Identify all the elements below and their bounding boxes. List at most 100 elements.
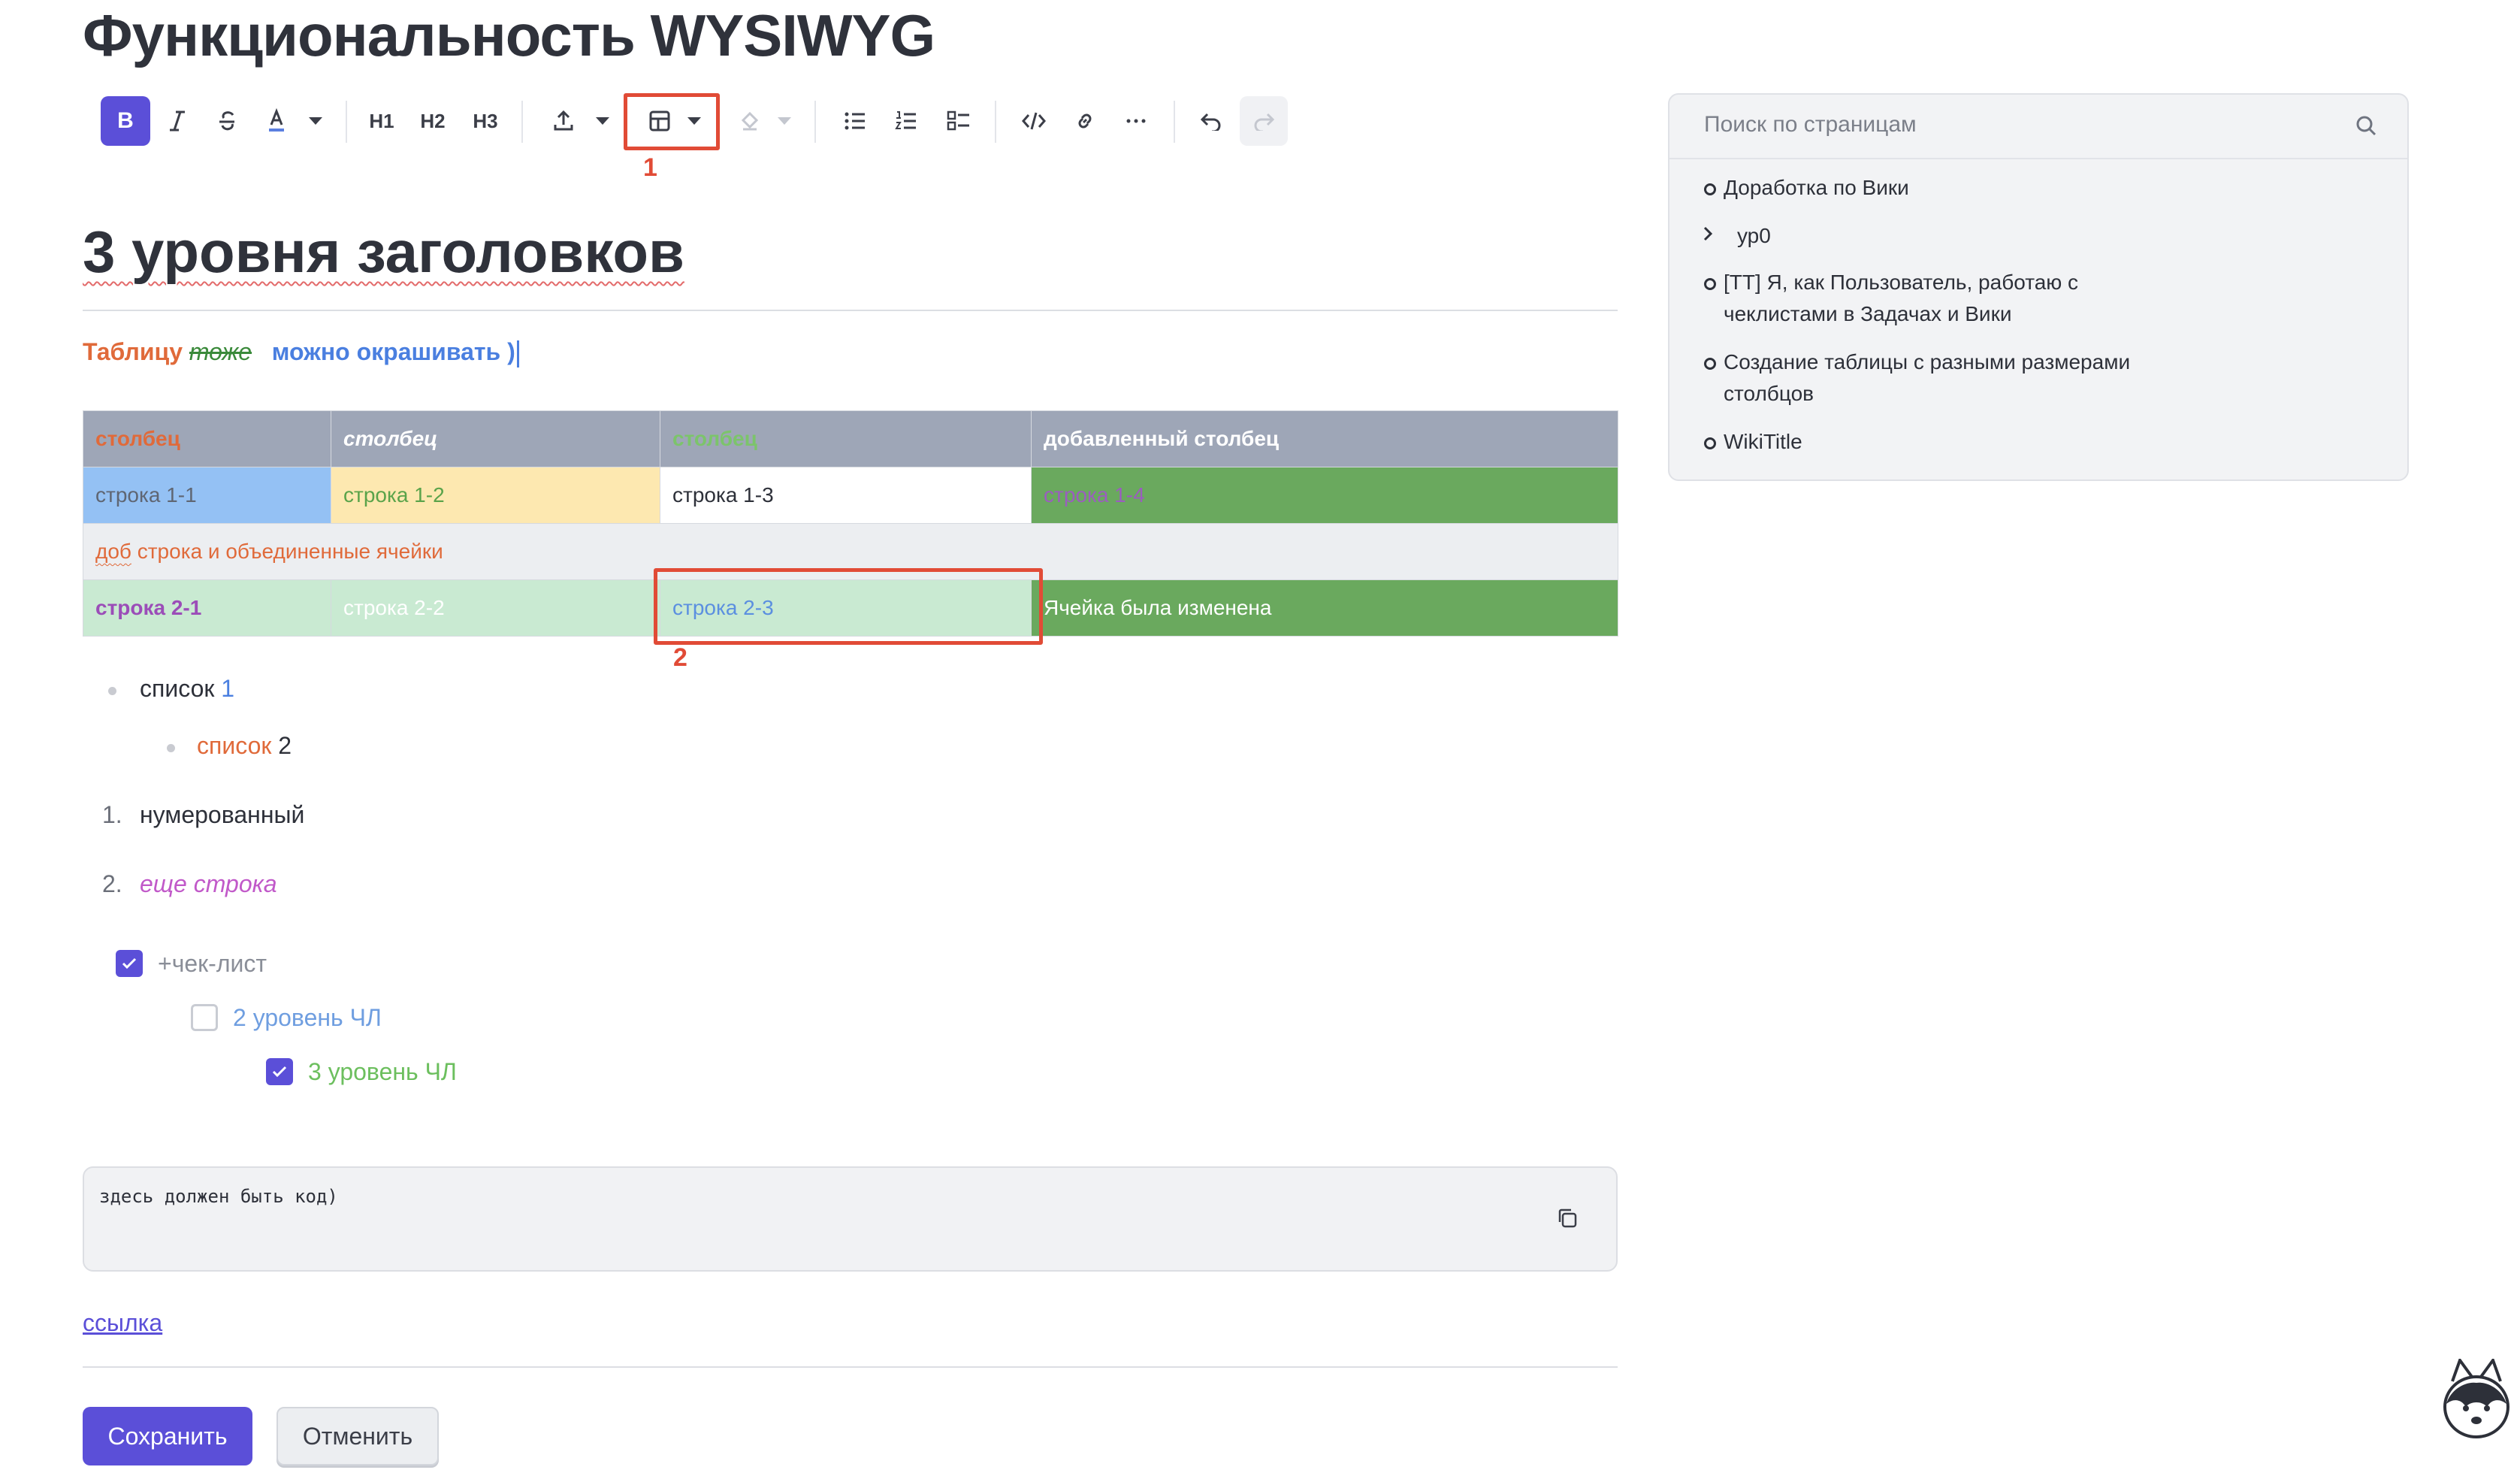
checklist-item-label: 3 уровень ЧЛ: [308, 1058, 457, 1085]
list-item: еще строка: [140, 870, 277, 897]
bullet-dot: [108, 687, 116, 695]
code-block[interactable]: здесь должен быть код): [83, 1166, 1618, 1272]
heading-3-button[interactable]: H3: [473, 109, 498, 132]
tree-item-marker: [1704, 358, 1716, 370]
copy-button[interactable]: [1556, 1207, 1579, 1233]
content-heading: 3 уровня заголовков: [83, 219, 684, 285]
page-title: Функциональность WYSIWYG: [83, 2, 935, 68]
table-header-cell[interactable]: столбец: [83, 410, 331, 467]
tree-item[interactable]: Создание таблицы с разными размерами: [1724, 350, 2131, 374]
tree-item-marker: [1704, 278, 1716, 290]
tree-item[interactable]: Доработка по Вики: [1724, 176, 1909, 199]
redo-button[interactable]: [1240, 96, 1288, 146]
check-icon: [272, 1066, 287, 1078]
numbered-list-button[interactable]: [885, 96, 927, 146]
table-header-cell[interactable]: столбец: [660, 410, 1032, 467]
code-block-button[interactable]: [1013, 96, 1055, 146]
search-icon[interactable]: [2355, 114, 2377, 141]
tree-item-continuation[interactable]: чеклистами в Задачах и Вики: [1724, 302, 2012, 325]
checklist-button[interactable]: [938, 96, 980, 146]
italic-button[interactable]: [156, 96, 198, 146]
list-item: список 1: [140, 675, 235, 702]
assistant-avatar[interactable]: [2439, 1357, 2514, 1441]
dog-mascot-icon: [2443, 1357, 2509, 1438]
content-link[interactable]: ссылка: [83, 1309, 163, 1336]
chevron-down-icon: [309, 117, 322, 125]
list-number: 1.: [102, 801, 122, 828]
list-number: 2.: [102, 870, 122, 897]
table-row: строка 2-1 строка 2-2 строка 2-3 Ячейка …: [83, 579, 1618, 637]
table-cell[interactable]: Ячейка была изменена: [1031, 579, 1618, 637]
checklist-icon: [947, 110, 969, 131]
tree-item[interactable]: WikiTitle: [1724, 430, 1802, 453]
checklist-item-label: 2 уровень ЧЛ: [233, 1004, 382, 1031]
strikethrough-button[interactable]: [206, 96, 248, 146]
code-icon: [1022, 112, 1046, 130]
list-item: список 2: [197, 732, 292, 759]
numbered-list-icon: [895, 111, 916, 129]
checklist-item-label: +чек-лист: [158, 950, 267, 977]
heading-divider: [83, 310, 1618, 311]
cell-color-dropdown[interactable]: [771, 96, 798, 146]
colored-text-line: Таблицу тоже можно окрашивать ): [83, 338, 519, 367]
table-cell[interactable]: строка 2-3: [660, 579, 1032, 637]
table-cell[interactable]: строка 1-2: [331, 467, 660, 524]
content-divider: [83, 1366, 1618, 1368]
chevron-down-icon: [596, 117, 609, 125]
marker-2: 2: [673, 643, 687, 672]
bullet-list-icon: [845, 112, 865, 130]
checkbox-checked[interactable]: [266, 1058, 293, 1085]
heading-2-button[interactable]: H2: [420, 109, 446, 132]
table-header-cell[interactable]: столбец: [331, 410, 660, 467]
cancel-button[interactable]: Отменить: [276, 1407, 439, 1465]
check-icon: [122, 957, 137, 969]
table-cell[interactable]: строка 2-2: [331, 579, 660, 637]
data-table: столбец столбец столбец добавленный стол…: [83, 410, 1618, 637]
chevron-right-icon[interactable]: [1701, 225, 1715, 246]
highlight-box-1: [624, 93, 720, 150]
table-header-cell[interactable]: добавленный столбец: [1031, 410, 1618, 467]
tree-item-marker: [1704, 183, 1716, 195]
tree-item-continuation[interactable]: столбцов: [1724, 382, 1814, 405]
checkbox-checked[interactable]: [116, 950, 143, 977]
table-row: строка 1-1 строка 1-2 строка 1-3 строка …: [83, 467, 1618, 524]
highlight-box-2: [654, 568, 1043, 645]
save-button[interactable]: Сохранить: [83, 1407, 252, 1465]
table-cell[interactable]: строка 1-1: [83, 467, 331, 524]
table-cell[interactable]: строка 2-1: [83, 579, 331, 637]
text-color-icon: [269, 108, 284, 132]
more-button[interactable]: [1115, 96, 1157, 146]
undo-icon: [1200, 113, 1221, 131]
tree-item[interactable]: [TT] Я, как Пользователь, работаю с: [1724, 271, 2079, 294]
upload-icon: [554, 110, 573, 131]
table-icon: [649, 110, 670, 132]
tree-item-folder[interactable]: ур0: [1737, 224, 1771, 247]
checkbox-unchecked[interactable]: [191, 1004, 218, 1031]
insert-table-button[interactable]: [639, 96, 681, 146]
search-input[interactable]: [1703, 111, 2322, 138]
redo-icon: [1254, 113, 1275, 131]
table-dropdown[interactable]: [681, 96, 708, 146]
table-cell[interactable]: строка 1-4: [1031, 467, 1618, 524]
tree-item-marker: [1704, 437, 1716, 449]
text-color-button[interactable]: [255, 96, 298, 146]
copy-icon: [1558, 1208, 1577, 1228]
link-button[interactable]: [1064, 96, 1106, 146]
undo-button[interactable]: [1189, 96, 1234, 146]
editor-toolbar: B H1 H2 H3 1: [101, 93, 1295, 182]
code-text: здесь должен быть код): [99, 1186, 338, 1207]
heading-1-button[interactable]: H1: [369, 109, 394, 132]
italic-icon: [170, 110, 185, 132]
bullet-list-button[interactable]: [834, 96, 876, 146]
chevron-down-icon: [687, 117, 701, 125]
bold-button[interactable]: B: [101, 96, 150, 146]
table-cell[interactable]: строка 1-3: [660, 467, 1032, 524]
paint-bucket-icon: [741, 111, 759, 131]
marker-1: 1: [643, 153, 657, 182]
upload-dropdown[interactable]: [589, 96, 616, 146]
cell-color-button[interactable]: [729, 96, 771, 146]
text-color-dropdown[interactable]: [301, 96, 331, 146]
upload-button[interactable]: [542, 96, 585, 146]
bullet-dot: [167, 744, 175, 752]
search-row: [1669, 95, 2407, 159]
